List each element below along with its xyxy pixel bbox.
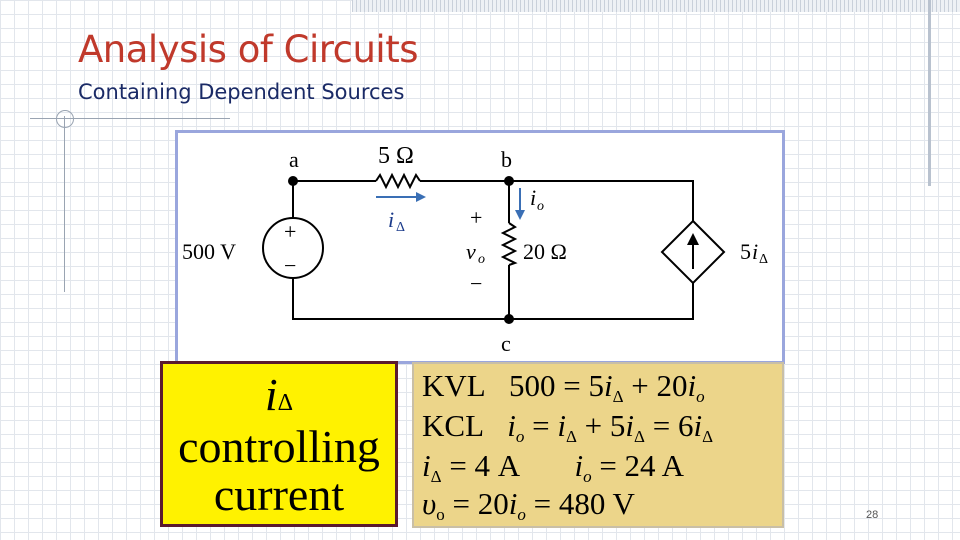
equation-results-currents: iΔ = 4 A io = 24 A	[422, 448, 684, 486]
vo-minus: −	[470, 271, 482, 296]
node-c-label: c	[501, 331, 511, 356]
node-b-label: b	[501, 147, 512, 172]
dep-source-coef: 5	[740, 239, 751, 264]
decoration-circle	[56, 110, 74, 128]
callout-line2: current	[213, 469, 345, 520]
source-plus: +	[284, 219, 296, 244]
equation-kcl: KCL io = iΔ + 5iΔ = 6iΔ	[422, 408, 714, 446]
node-a-dot	[288, 176, 298, 186]
decoration-line-horizontal	[30, 118, 230, 119]
circuit-diagram: a b c 5 Ω 20 Ω 500 V + − i Δ i o + v o −…	[175, 130, 785, 364]
node-b-dot	[504, 176, 514, 186]
source-minus: −	[284, 253, 296, 278]
current-i-delta-sub: Δ	[396, 220, 405, 235]
resistor-20-ohm	[500, 222, 518, 266]
source-voltage-label: 500 V	[182, 239, 236, 264]
equations-panel: KVL 500 = 5iΔ + 20io KCL io = iΔ + 5iΔ =…	[412, 362, 784, 528]
vo-plus: +	[470, 205, 482, 230]
dep-source-var: i	[752, 239, 758, 264]
vo-label: v	[466, 239, 476, 264]
dependent-current-source	[660, 219, 726, 285]
equation-kvl: KVL 500 = 5iΔ + 20io	[422, 368, 705, 406]
page-number: 28	[866, 509, 879, 521]
node-a-label: a	[289, 147, 299, 172]
slide-title: Analysis of Circuits	[78, 28, 419, 71]
slide-subtitle: Containing Dependent Sources	[78, 80, 405, 104]
resistor-5-ohm-label: 5 Ω	[378, 143, 414, 169]
current-io-label: i	[530, 185, 536, 210]
vo-sub: o	[478, 252, 485, 267]
current-io-sub: o	[537, 199, 544, 214]
callout-line1: controlling	[178, 421, 380, 472]
dep-source-sub: Δ	[759, 252, 768, 267]
current-i-delta-label: i	[388, 207, 394, 232]
callout-symbol: iΔ	[264, 369, 294, 420]
node-c-dot	[504, 314, 514, 324]
right-decoration-bar	[928, 0, 931, 186]
voltage-source	[262, 217, 324, 279]
dep-source-arrow-icon	[687, 233, 699, 245]
resistor-5-ohm	[375, 172, 421, 190]
decoration-line-vertical	[64, 116, 65, 292]
equation-result-voltage: υo = 20io = 480 V	[422, 486, 635, 524]
top-decoration-bar	[352, 0, 960, 12]
resistor-20-ohm-label: 20 Ω	[523, 239, 567, 264]
controlling-current-callout: iΔ controlling current	[160, 361, 398, 527]
